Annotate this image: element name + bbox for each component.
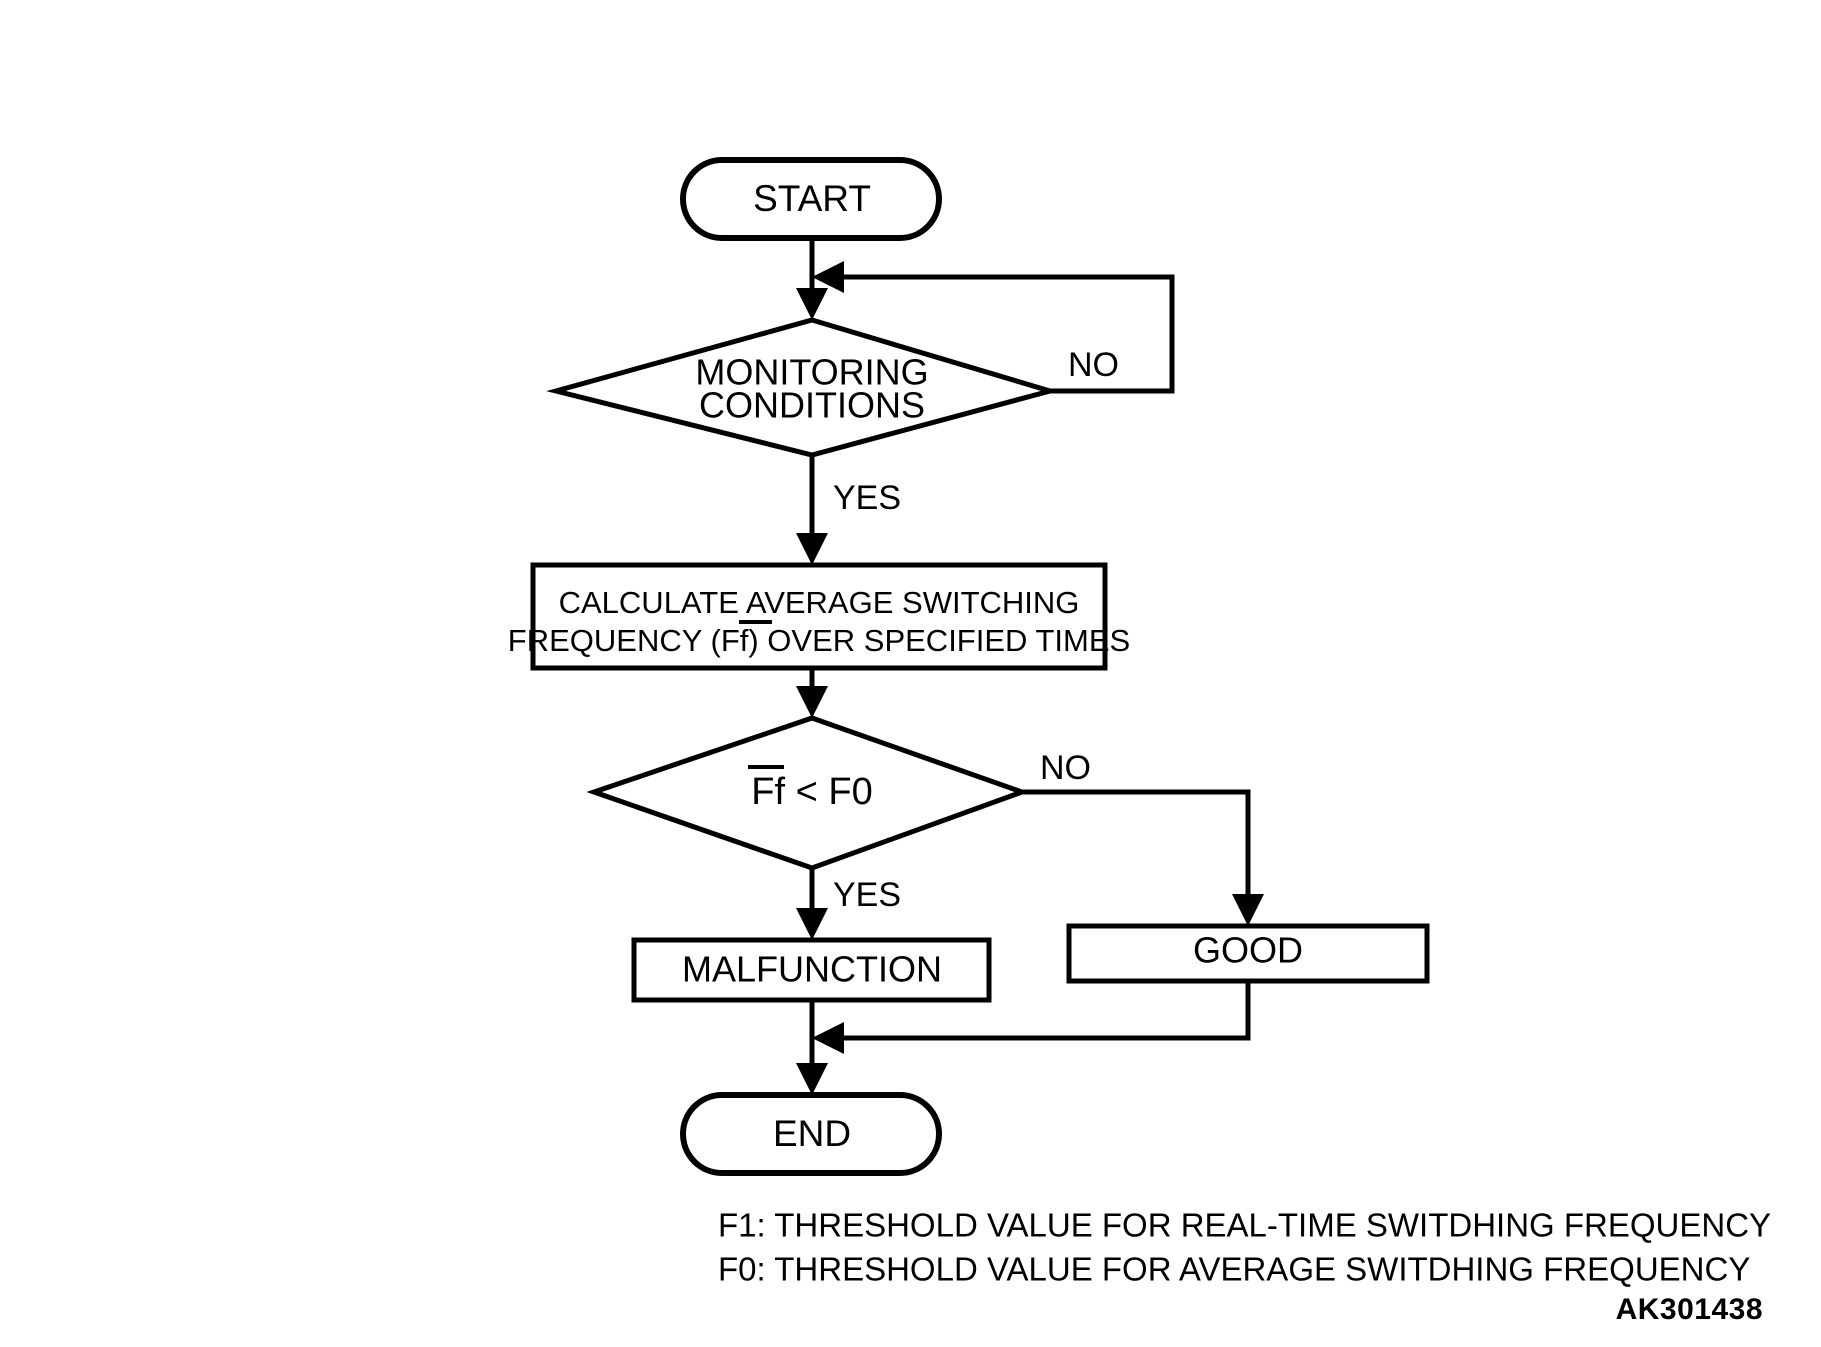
connector-monitoring-no-loop bbox=[812, 261, 1175, 394]
node-end-label: END bbox=[773, 1113, 851, 1154]
compare-var: Ff bbox=[751, 771, 785, 813]
calculate-line2-post: ) OVER SPECIFIED TIMES bbox=[748, 623, 1130, 658]
edge-label-monitoring-yes: YES bbox=[833, 479, 901, 517]
connector-calculate-to-compare bbox=[796, 668, 828, 718]
edge-label-compare-yes: YES bbox=[833, 876, 901, 914]
connector-monitoring-to-calculate bbox=[796, 455, 828, 565]
node-monitoring-conditions[interactable]: MONITORING CONDITIONS bbox=[546, 317, 1060, 458]
connector-good-to-merge bbox=[812, 981, 1251, 1054]
edge-label-compare-no: NO bbox=[1040, 749, 1091, 787]
node-calculate-average[interactable]: CALCULATE AVERAGE SWITCHING FREQUENCY (F… bbox=[508, 562, 1130, 671]
node-malfunction[interactable]: MALFUNCTION bbox=[631, 937, 992, 1003]
node-good[interactable]: GOOD bbox=[1066, 923, 1430, 984]
connector-malfunction-to-end bbox=[796, 1000, 828, 1095]
node-compare-label: Ff < F0 bbox=[751, 771, 872, 813]
compare-rest: < F0 bbox=[785, 771, 873, 813]
node-calculate-label-line1: CALCULATE AVERAGE SWITCHING bbox=[559, 585, 1080, 620]
calculate-line2-var: Ff bbox=[721, 623, 749, 658]
legend-line-f0: F0: THRESHOLD VALUE FOR AVERAGE SWITDHIN… bbox=[718, 1251, 1750, 1288]
node-good-label: GOOD bbox=[1193, 930, 1303, 971]
node-monitoring-label-line1: MONITORING bbox=[695, 352, 928, 393]
connector-start-to-monitoring bbox=[796, 238, 828, 320]
legend-line-f1: F1: THRESHOLD VALUE FOR REAL-TIME SWITDH… bbox=[718, 1207, 1771, 1244]
figure-code: AK301438 bbox=[1616, 1293, 1763, 1326]
node-start[interactable]: START bbox=[680, 157, 942, 241]
connector-compare-no-to-good bbox=[1022, 789, 1264, 926]
node-compare-ff-f0[interactable]: Ff < F0 bbox=[586, 715, 1030, 871]
node-calculate-label-line2: FREQUENCY (Ff) OVER SPECIFIED TIMES bbox=[508, 623, 1130, 658]
node-monitoring-label-line2: CONDITIONS bbox=[699, 385, 925, 426]
node-end[interactable]: END bbox=[680, 1092, 942, 1176]
edge-label-monitoring-no: NO bbox=[1068, 346, 1119, 384]
calculate-line2-pre: FREQUENCY ( bbox=[508, 623, 722, 658]
connector-compare-to-malfunction bbox=[796, 868, 828, 940]
node-start-label: START bbox=[753, 178, 871, 219]
node-malfunction-label: MALFUNCTION bbox=[682, 949, 942, 990]
